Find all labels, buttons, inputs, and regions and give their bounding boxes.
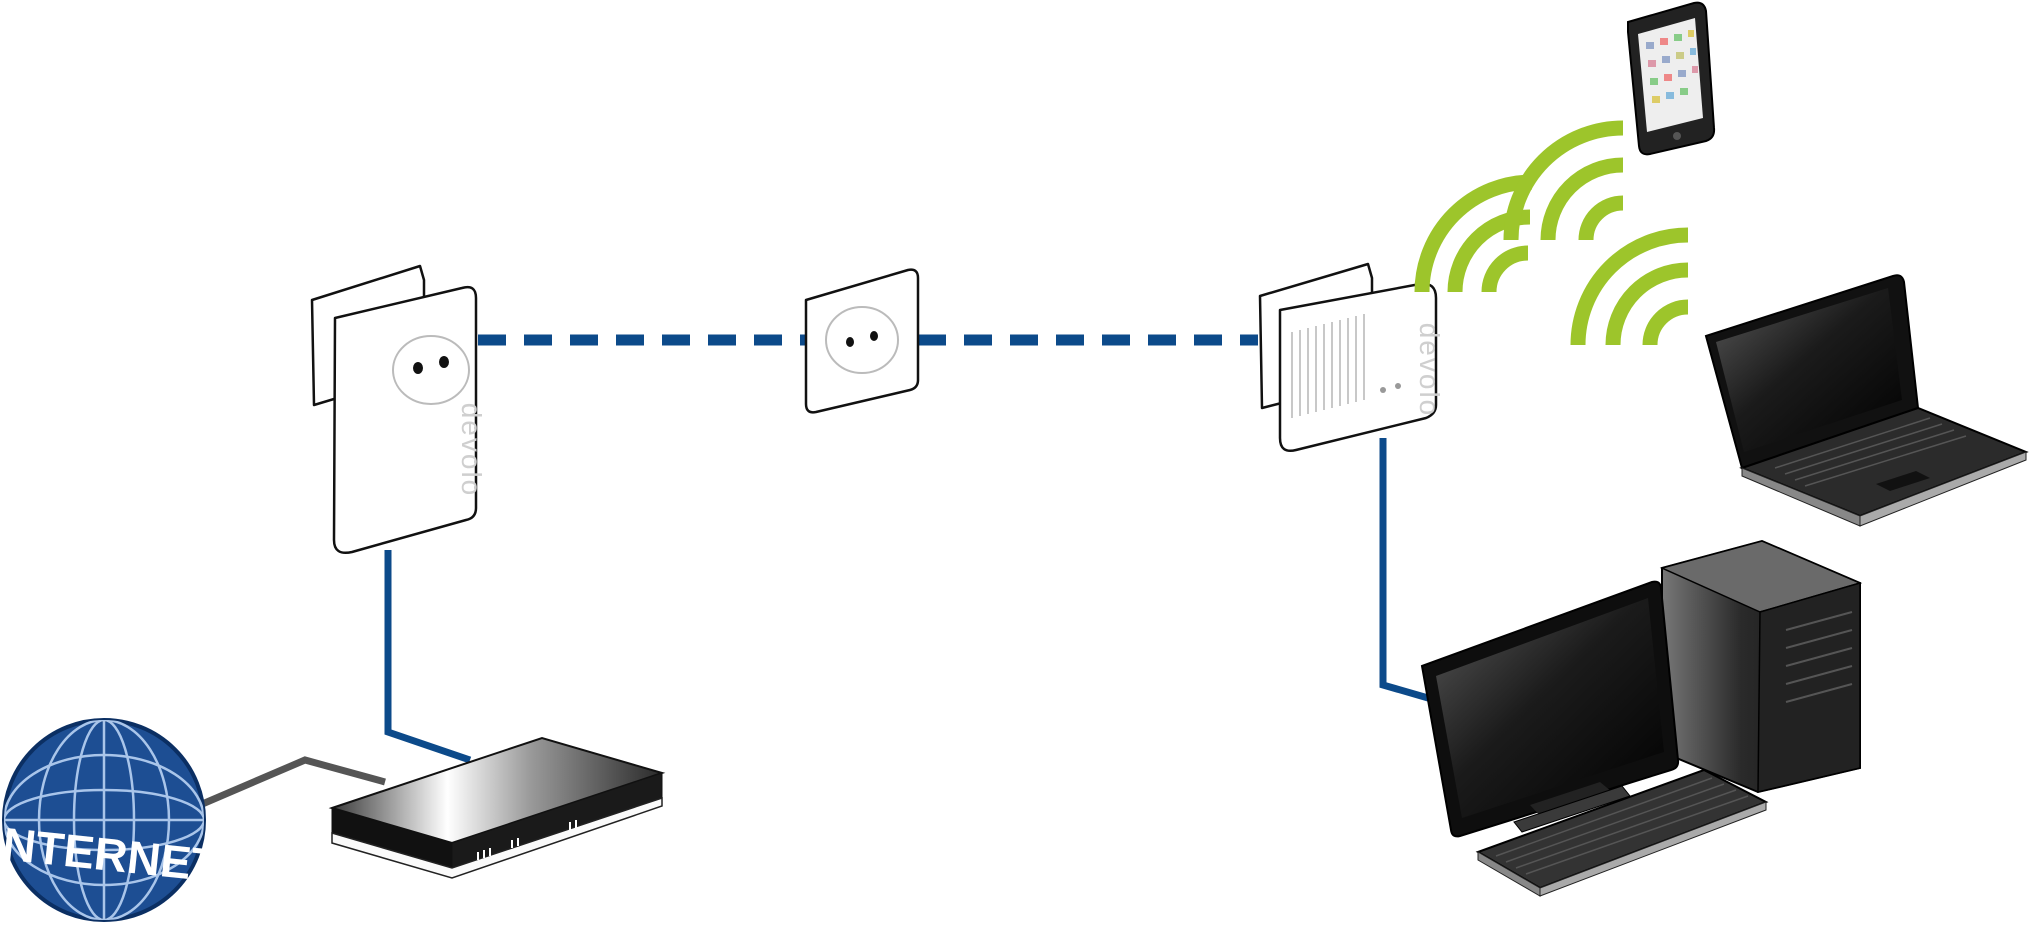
- wifi-powerline-adapter-icon: devolo: [1258, 262, 1445, 452]
- router-icon: [328, 736, 666, 879]
- tablet-icon: [1627, 1, 1716, 156]
- wifi-icon: [1414, 120, 1689, 346]
- adapter-right-brand: devolo: [1414, 323, 1445, 418]
- powerline-adapter-icon: devolo: [310, 264, 487, 554]
- ethernet-cable-left: [384, 550, 472, 764]
- ethernet-cable-right: [1379, 438, 1436, 704]
- adapter-left-brand: devolo: [456, 403, 487, 498]
- globe-icon: INTERNET: [0, 718, 222, 922]
- dsl-cable: [198, 756, 386, 809]
- desktop-pc-icon: [1420, 539, 1863, 897]
- cables: [198, 334, 1436, 809]
- wall-socket-icon: [804, 268, 920, 414]
- laptop-icon: [1704, 274, 2029, 527]
